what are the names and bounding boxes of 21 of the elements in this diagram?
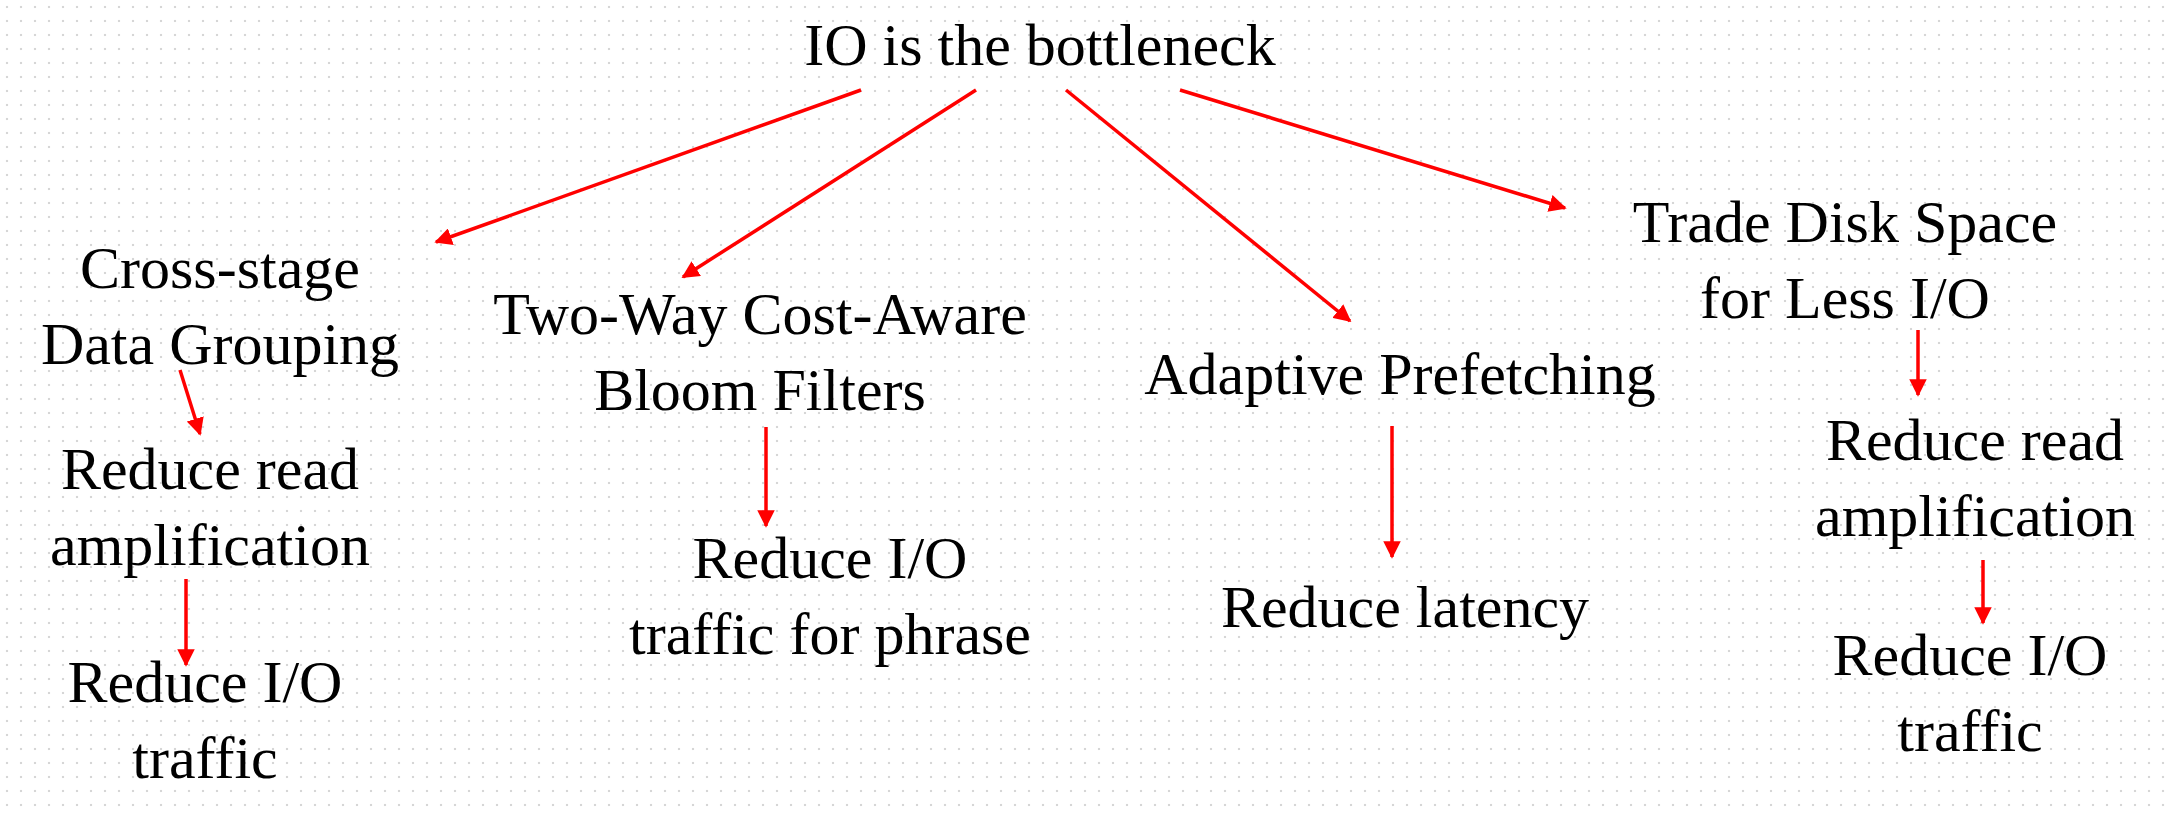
- node-label: Cross-stage Data Grouping: [39, 234, 401, 379]
- arrow: [1064, 88, 1352, 323]
- arrow: [1383, 426, 1401, 559]
- node-label: Reduce latency: [1220, 573, 1590, 642]
- arrow: [1179, 88, 1567, 212]
- node-label: Two-Way Cost-Aware Bloom Filters: [492, 280, 1028, 425]
- node-label: Reduce I/O traffic: [66, 648, 344, 793]
- arrow: [434, 88, 862, 245]
- arrow: [177, 579, 195, 667]
- arrow: [681, 88, 977, 279]
- node-label: Reduce read amplification: [49, 434, 371, 580]
- arrow: [178, 369, 204, 436]
- node-label: Reduce I/O traffic: [1831, 621, 2109, 766]
- node-label: Reduce read amplification: [1814, 405, 2136, 551]
- node-label: IO is the bottleneck: [804, 11, 1276, 80]
- node-label: Reduce I/O traffic for phrase: [628, 524, 1032, 669]
- arrow: [1909, 330, 1927, 397]
- arrow: [1974, 560, 1992, 625]
- node-label: Trade Disk Space for Less I/O: [1631, 188, 2059, 333]
- arrow: [757, 427, 775, 528]
- node-label: Adaptive Prefetching: [1144, 339, 1656, 409]
